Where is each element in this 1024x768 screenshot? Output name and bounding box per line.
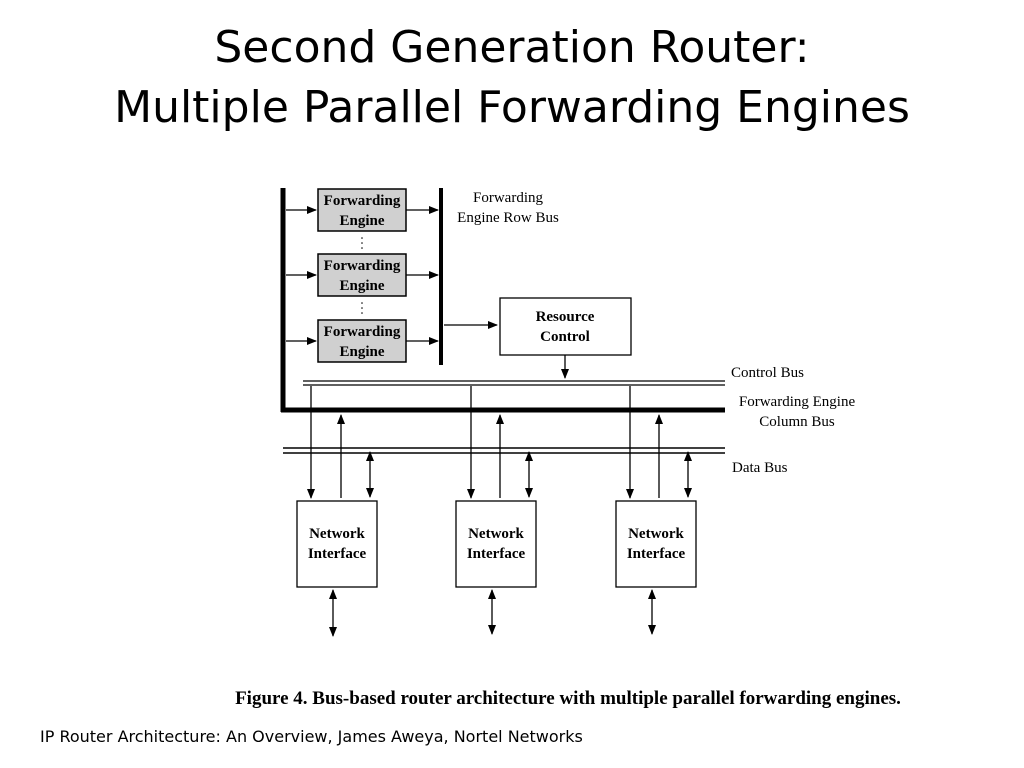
forwarding-engine-1-line-1: Forwarding xyxy=(324,193,401,209)
row-bus-label-line-1: Forwarding xyxy=(473,190,543,206)
slide-title-line-1: Second Generation Router: xyxy=(214,22,810,73)
slide-title: Second Generation Router: Multiple Paral… xyxy=(0,18,1024,138)
resource-control-line-2: Control xyxy=(540,329,590,345)
data-bus xyxy=(283,447,725,454)
network-interface-2-line-2: Interface xyxy=(467,546,526,562)
column-bus-label-line-1: Forwarding Engine xyxy=(739,394,856,410)
forwarding-engine-1-line-2: Engine xyxy=(339,213,384,229)
slide-footer: IP Router Architecture: An Overview, Jam… xyxy=(40,727,583,746)
slide-title-line-2: Multiple Parallel Forwarding Engines xyxy=(114,82,910,133)
network-interface-3: Network Interface xyxy=(615,386,697,635)
network-interface-1-line-2: Interface xyxy=(308,546,367,562)
row-bus-label-line-2: Engine Row Bus xyxy=(457,210,559,226)
forwarding-engine-2: Forwarding Engine xyxy=(286,253,439,297)
network-interface-1-line-1: Network xyxy=(309,526,365,542)
column-bus-label-line-2: Column Bus xyxy=(759,414,835,430)
control-bus xyxy=(303,380,725,386)
network-interface-2-line-1: Network xyxy=(468,526,524,542)
engine-ellipsis-dots xyxy=(361,237,363,314)
network-interface-3-line-2: Interface xyxy=(627,546,686,562)
network-interface-2: Network Interface xyxy=(455,386,537,635)
forwarding-engine-column-bus xyxy=(280,188,725,413)
control-bus-label: Control Bus xyxy=(731,365,804,381)
figure-caption: Figure 4. Bus-based router architecture … xyxy=(235,688,901,709)
network-interface-3-line-1: Network xyxy=(628,526,684,542)
forwarding-engine-1: Forwarding Engine xyxy=(286,188,439,232)
data-bus-label: Data Bus xyxy=(732,460,788,476)
network-interface-1: Network Interface xyxy=(296,386,378,637)
resource-control-line-1: Resource xyxy=(536,309,595,325)
forwarding-engine-2-line-1: Forwarding xyxy=(324,258,401,274)
forwarding-engine-3-line-1: Forwarding xyxy=(324,324,401,340)
forwarding-engine-2-line-2: Engine xyxy=(339,278,384,294)
forwarding-engine-3: Forwarding Engine xyxy=(286,319,439,363)
resource-control-box: Resource Control xyxy=(444,297,632,379)
forwarding-engine-3-line-2: Engine xyxy=(339,344,384,360)
